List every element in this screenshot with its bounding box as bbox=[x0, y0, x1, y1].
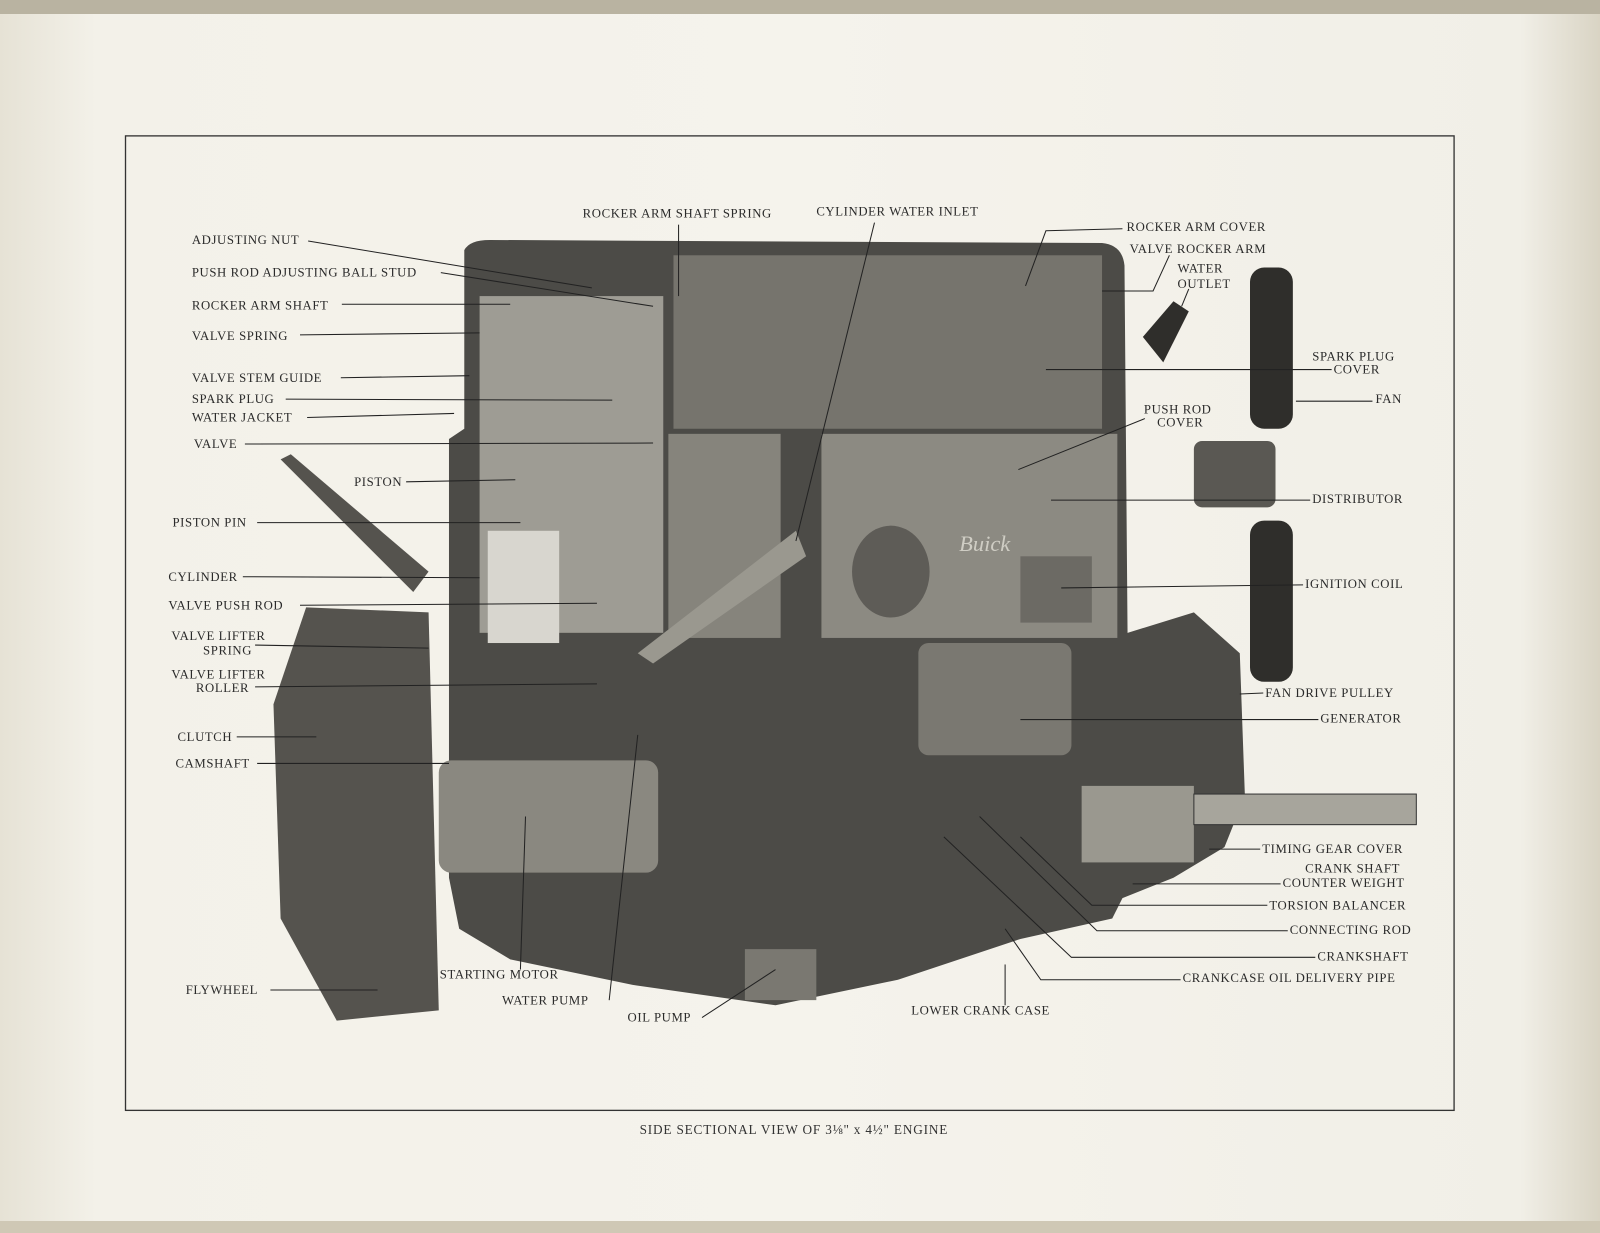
water-outlet-shape bbox=[1142, 301, 1189, 363]
starting-motor-shape bbox=[438, 760, 659, 873]
label-oil-pump: OIL PUMP bbox=[628, 1011, 692, 1025]
figure-caption: SIDE SECTIONAL VIEW OF 3⅛" x 4½" ENGINE bbox=[640, 1122, 949, 1137]
label-push-rod-cover: PUSH ROD bbox=[1144, 402, 1212, 416]
fan-hub bbox=[1193, 440, 1276, 508]
label-camshaft: CAMSHAFT bbox=[176, 757, 250, 771]
label-cylinder: CYLINDER bbox=[168, 570, 237, 584]
label-cylinder-water-inlet: CYLINDER WATER INLET bbox=[816, 204, 978, 218]
label-lower-crank-case: LOWER CRANK CASE bbox=[911, 1003, 1050, 1017]
label-flywheel: FLYWHEEL bbox=[186, 983, 258, 997]
label-timing-gear-cover: TIMING GEAR COVER bbox=[1262, 842, 1403, 856]
label-generator: GENERATOR bbox=[1320, 712, 1401, 726]
label-starting-motor: STARTING MOTOR bbox=[440, 968, 559, 982]
buick-logo: Buick bbox=[959, 531, 1011, 556]
engine-illustration: Buick bbox=[273, 239, 1417, 1021]
label-push-rod-cover-2: COVER bbox=[1157, 416, 1203, 430]
label-ignition-coil: IGNITION COIL bbox=[1305, 577, 1403, 591]
label-crank-shaft-counter-weight-2: COUNTER WEIGHT bbox=[1283, 876, 1405, 890]
label-crankcase-oil-delivery-pipe: CRANKCASE OIL DELIVERY PIPE bbox=[1183, 971, 1396, 985]
label-valve-lifter-roller-2: ROLLER bbox=[196, 681, 249, 695]
page-edge-bottom bbox=[0, 1221, 1600, 1233]
rocker-arm-cover bbox=[673, 255, 1103, 429]
label-spark-plug-cover-2: COVER bbox=[1334, 363, 1380, 377]
label-torsion-balancer: TORSION BALANCER bbox=[1269, 898, 1406, 912]
label-fan: FAN bbox=[1376, 392, 1402, 406]
diagram-frame bbox=[124, 135, 1455, 1112]
ignition-coil-shape bbox=[1020, 556, 1092, 623]
label-piston: PISTON bbox=[354, 475, 402, 489]
label-push-rod-adjusting-ball-stud: PUSH ROD ADJUSTING BALL STUD bbox=[192, 266, 417, 280]
label-rocker-arm-shaft-spring: ROCKER ARM SHAFT SPRING bbox=[583, 207, 772, 221]
label-crank-shaft-counter-weight: CRANK SHAFT bbox=[1305, 862, 1400, 876]
label-valve-push-rod: VALVE PUSH ROD bbox=[168, 598, 283, 612]
label-valve-lifter-roller: VALVE LIFTER bbox=[171, 668, 265, 682]
distributor-shape bbox=[852, 525, 930, 618]
part-labels: ADJUSTING NUT PUSH ROD ADJUSTING BALL ST… bbox=[168, 204, 1412, 1025]
label-water-outlet: WATER bbox=[1178, 262, 1224, 276]
fan-blade-top bbox=[1250, 267, 1293, 429]
flywheel-clutch bbox=[273, 607, 439, 1021]
label-water-outlet-2: OUTLET bbox=[1178, 277, 1231, 291]
crank-shaft-end bbox=[1193, 793, 1417, 826]
label-piston-pin: PISTON PIN bbox=[172, 516, 246, 530]
label-valve-rocker-arm: VALVE ROCKER ARM bbox=[1130, 242, 1267, 256]
label-crankshaft: CRANKSHAFT bbox=[1317, 949, 1408, 963]
generator-shape bbox=[918, 643, 1072, 756]
label-rocker-arm-shaft: ROCKER ARM SHAFT bbox=[192, 298, 329, 312]
piston bbox=[487, 530, 560, 644]
label-valve-stem-guide: VALVE STEM GUIDE bbox=[192, 371, 322, 385]
label-clutch: CLUTCH bbox=[178, 730, 233, 744]
timing-gear bbox=[1081, 785, 1194, 863]
label-valve-lifter-spring: VALVE LIFTER bbox=[171, 629, 265, 643]
label-adjusting-nut: ADJUSTING NUT bbox=[192, 233, 299, 247]
label-rocker-arm-cover: ROCKER ARM COVER bbox=[1127, 220, 1266, 234]
fan-blade-bottom bbox=[1250, 520, 1293, 682]
leader-lines bbox=[236, 222, 1373, 1018]
label-connecting-rod: CONNECTING ROD bbox=[1290, 923, 1412, 937]
water-inlet-pipe bbox=[637, 530, 807, 664]
oil-pump-shape bbox=[744, 949, 817, 1001]
label-spark-plug: SPARK PLUG bbox=[192, 392, 275, 406]
label-valve-spring: VALVE SPRING bbox=[192, 329, 288, 343]
label-water-pump: WATER PUMP bbox=[502, 993, 589, 1007]
page-edge-top bbox=[0, 0, 1600, 14]
label-valve: VALVE bbox=[194, 437, 237, 451]
label-spark-plug-cover: SPARK PLUG bbox=[1312, 349, 1395, 363]
label-fan-drive-pulley: FAN DRIVE PULLEY bbox=[1265, 686, 1394, 700]
label-water-jacket: WATER JACKET bbox=[192, 411, 293, 425]
label-distributor: DISTRIBUTOR bbox=[1312, 492, 1403, 506]
label-valve-lifter-spring-2: SPRING bbox=[203, 643, 252, 657]
